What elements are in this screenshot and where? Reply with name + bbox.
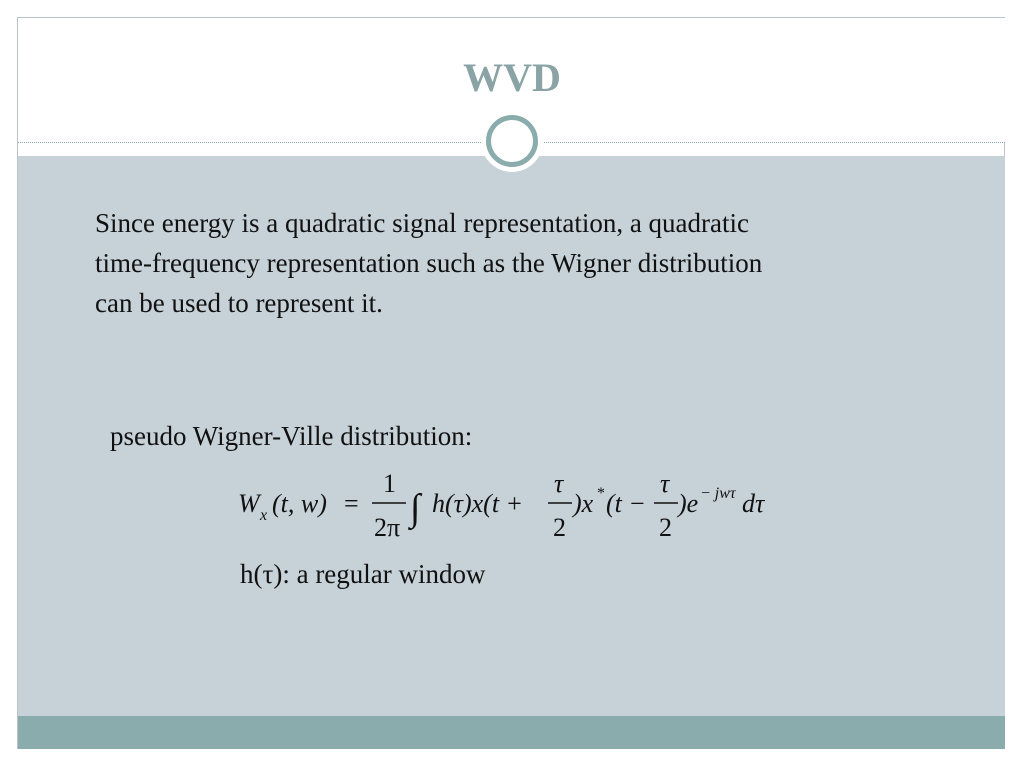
- formula-t-minus: (t −: [606, 489, 646, 518]
- formula-W: W: [238, 489, 262, 518]
- content-panel: [18, 156, 1005, 716]
- formula-close-e: )e: [676, 489, 698, 518]
- paragraph-line-1: Since energy is a quadratic signal repre…: [95, 208, 749, 238]
- formula-h-part: h(τ)x(t +: [432, 489, 523, 518]
- paragraph-line-2: time-frequency representation such as th…: [95, 248, 763, 278]
- footer-bar: [18, 716, 1005, 749]
- window-note: h(τ): a regular window: [240, 559, 486, 589]
- formula-frac2-numerator: τ: [554, 469, 565, 498]
- formula-subscript-x: x: [259, 507, 267, 524]
- formula-lhs-args: (t, w): [272, 489, 327, 518]
- formula-exponent: − jwτ: [700, 485, 737, 502]
- slide-title: WVD: [463, 55, 561, 100]
- formula-mid-part: )x: [571, 489, 594, 518]
- formula-frac2-denominator: 2: [553, 513, 566, 542]
- body-paragraph: Since energy is a quadratic signal repre…: [95, 203, 975, 323]
- ring-ornament: [486, 115, 538, 167]
- formula-equals: =: [344, 489, 359, 518]
- pseudo-wvd-label: pseudo Wigner-Ville distribution:: [110, 421, 473, 451]
- formula-conjugate-star: *: [597, 485, 605, 502]
- formula-frac1-numerator: 1: [383, 469, 396, 498]
- formula-frac1-denominator: 2π: [374, 513, 400, 542]
- formula-frac3-denominator: 2: [659, 513, 672, 542]
- paragraph-line-3: can be used to represent it.: [95, 288, 383, 318]
- formula-integral-sign: ∫: [408, 487, 423, 531]
- pwvd-formula: W x (t, w) = 1 2π ∫ h(τ)x(t + τ 2 )x * (…: [238, 469, 766, 542]
- formula-d-tau: dτ: [742, 489, 766, 518]
- formula-frac3-numerator: τ: [660, 469, 671, 498]
